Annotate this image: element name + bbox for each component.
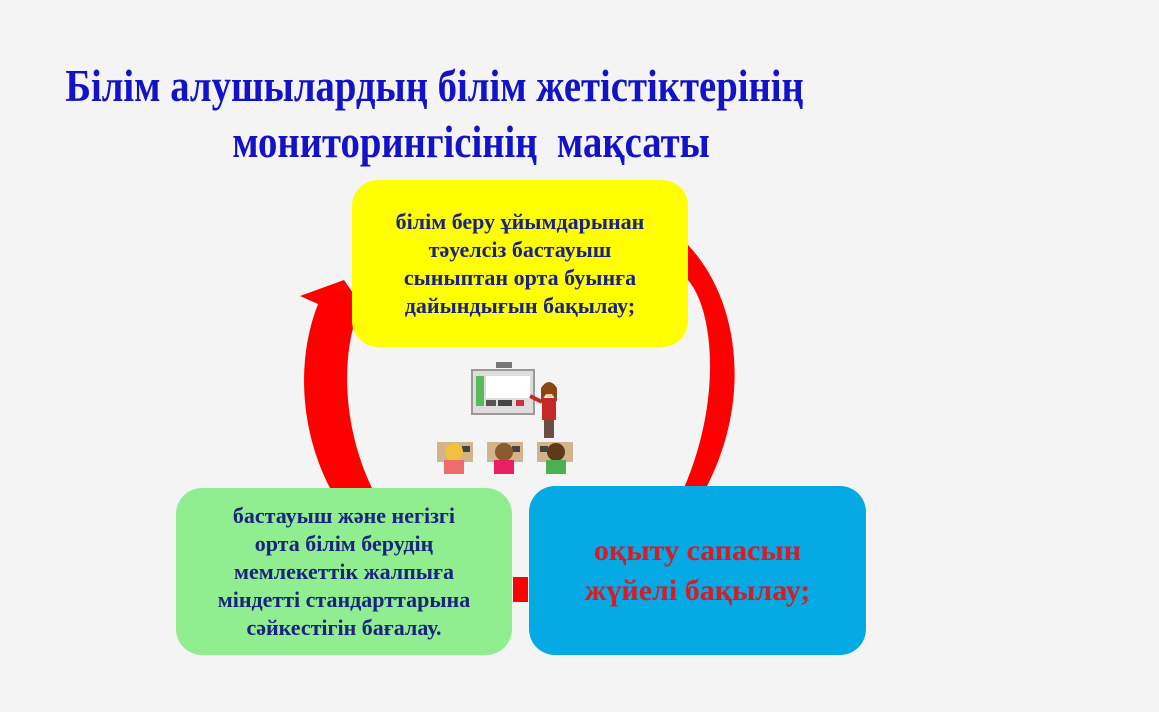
- classroom-teacher-whiteboard-icon: [437, 362, 573, 474]
- goal-box-quality: оқыту сапасын жүйелі бақылау;: [529, 486, 866, 655]
- title-line-2: мониторингісінің мақсаты: [232, 117, 710, 167]
- goal-box-standards: бастауыш және негізгі орта білім берудің…: [176, 488, 512, 655]
- goal-text-readiness: білім беру ұйымдарынан тәуелсіз бастауыш…: [395, 208, 645, 318]
- goal-text-quality: оқыту сапасын жүйелі бақылау;: [584, 533, 811, 607]
- title-line-1: Білім алушылардың білім жетістіктерінің: [65, 61, 804, 111]
- goal-text-standards: бастауыш және негізгі орта білім берудің…: [217, 502, 471, 640]
- goal-box-readiness: білім беру ұйымдарынан тәуелсіз бастауыш…: [352, 180, 688, 347]
